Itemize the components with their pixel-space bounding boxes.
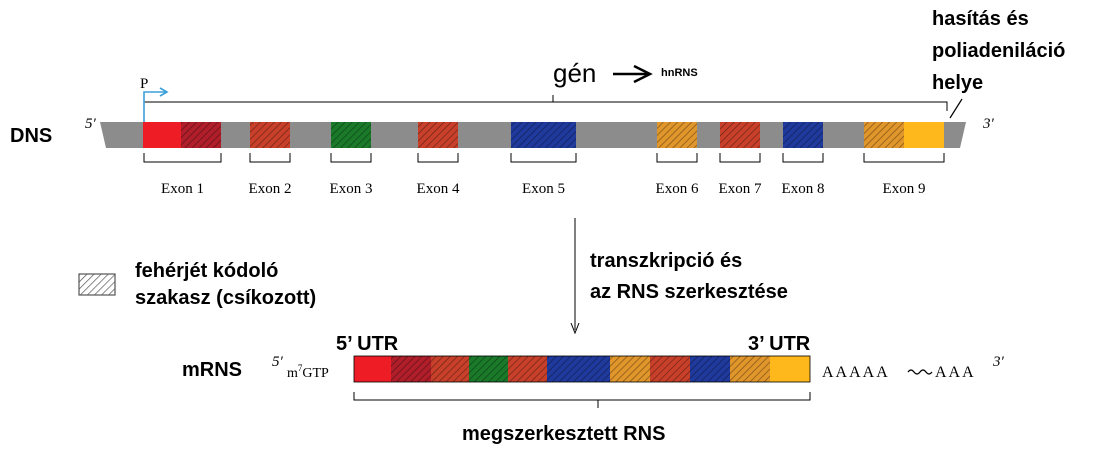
mrna-exon-4-segment-1 [508, 356, 547, 382]
mrna-exon-8-segment-1 [690, 356, 730, 382]
utr5-label: 5’ UTR [336, 333, 399, 355]
exon-1-bracket [143, 153, 222, 163]
cleavage-label-line3: helye [932, 72, 983, 94]
exon-3-label: Exon 3 [330, 181, 373, 197]
dna-exon-6-segment-1 [657, 122, 697, 148]
cleavage-label-line2: poliadeniláció [932, 40, 1065, 62]
exon-3-bracket [330, 153, 372, 163]
mrna-exon-9-segment-2 [770, 356, 810, 382]
gene-bracket [143, 101, 948, 111]
mrna-exon-6-segment-1 [610, 356, 650, 382]
dna-exon-8-segment-1 [783, 122, 823, 148]
exon-2-label: Exon 2 [249, 181, 292, 197]
cleavage-label-line1: hasítás és [932, 8, 1029, 30]
mrna-three-prime-label: 3′ [992, 354, 1005, 370]
exon-9-bracket [863, 153, 945, 163]
polya-right-label: AAA [935, 364, 976, 381]
cleavage-pointer-line [949, 98, 963, 119]
utr3-label: 3’ UTR [748, 333, 811, 355]
cap-label: m7GTP [287, 363, 329, 381]
exon-5-bracket [510, 153, 577, 163]
dna-exon-7-segment-1 [720, 122, 760, 148]
dna-exon-9-segment-2 [904, 122, 944, 148]
exon-5-label: Exon 5 [522, 181, 565, 197]
exon-6-bracket [656, 153, 698, 163]
mrna-label: mRNS [182, 359, 242, 381]
dna-exon-4-segment-1 [418, 122, 458, 148]
dna-exon-9-segment-1 [864, 122, 904, 148]
process-arrow-icon [570, 322, 580, 335]
legend-hatched-swatch [78, 273, 116, 296]
dna-five-prime-label: 5′ [85, 116, 97, 132]
hnrna-label: hnRNS [661, 67, 698, 79]
edited-rna-bracket [353, 392, 811, 401]
exon-8-label: Exon 8 [782, 181, 825, 197]
exon-4-bracket [417, 153, 459, 163]
legend-label-line2: szakasz (csíkozott) [135, 287, 316, 309]
gene-label: gén [553, 58, 596, 88]
process-label-line1: transzkripció és [590, 250, 742, 272]
promoter-label: P [140, 76, 148, 92]
dna-three-prime-label: 3′ [982, 116, 995, 132]
gene-to-hnrna-arrow [613, 64, 653, 84]
dna-exon-5-segment-1 [511, 122, 576, 148]
exon-2-bracket [249, 153, 291, 163]
mrna-exon-9-segment-1 [730, 356, 770, 382]
exon-9-label: Exon 9 [883, 181, 926, 197]
dna-label: DNS [10, 125, 52, 147]
edited-rna-label: megszerkesztett RNS [462, 423, 665, 445]
polya-left-label: AAAAA [822, 364, 890, 381]
dna-exon-3-segment-1 [331, 122, 371, 148]
exon-4-label: Exon 4 [417, 181, 460, 197]
promoter-arrow-icon [143, 87, 169, 122]
exon-6-label: Exon 6 [656, 181, 699, 197]
dna-exon-2-segment-1 [250, 122, 290, 148]
mrna-exon-3-segment-1 [469, 356, 508, 382]
mrna-exon-1-segment-2 [391, 356, 431, 382]
polya-wave-icon [907, 369, 933, 375]
dna-exon-1-segment-1 [143, 122, 181, 148]
exon-7-label: Exon 7 [719, 181, 762, 197]
mrna-outline [353, 355, 811, 383]
dna-exon-group [143, 122, 944, 148]
exon-7-bracket [719, 153, 761, 163]
dna-exon-1-segment-2 [181, 122, 221, 148]
exon-8-bracket [782, 153, 824, 163]
mrna-exon-5-segment-1 [547, 356, 610, 382]
legend-label-line1: fehérjét kódoló [135, 260, 278, 282]
mrna-exon-7-segment-1 [650, 356, 690, 382]
mrna-exon-2-segment-1 [431, 356, 469, 382]
exon-1-label: Exon 1 [161, 181, 204, 197]
mrna-segment-group [353, 355, 811, 383]
mrna-exon-1-segment-1 [354, 356, 391, 382]
mrna-five-prime-label: 5′ [272, 354, 284, 370]
exon-bracket-group: Exon 1 Exon 2 Exon 3 Exon 4 Exon 5 Exon 6 Exon… [143, 153, 945, 197]
process-label-line2: az RNS szerkesztése [590, 281, 788, 303]
